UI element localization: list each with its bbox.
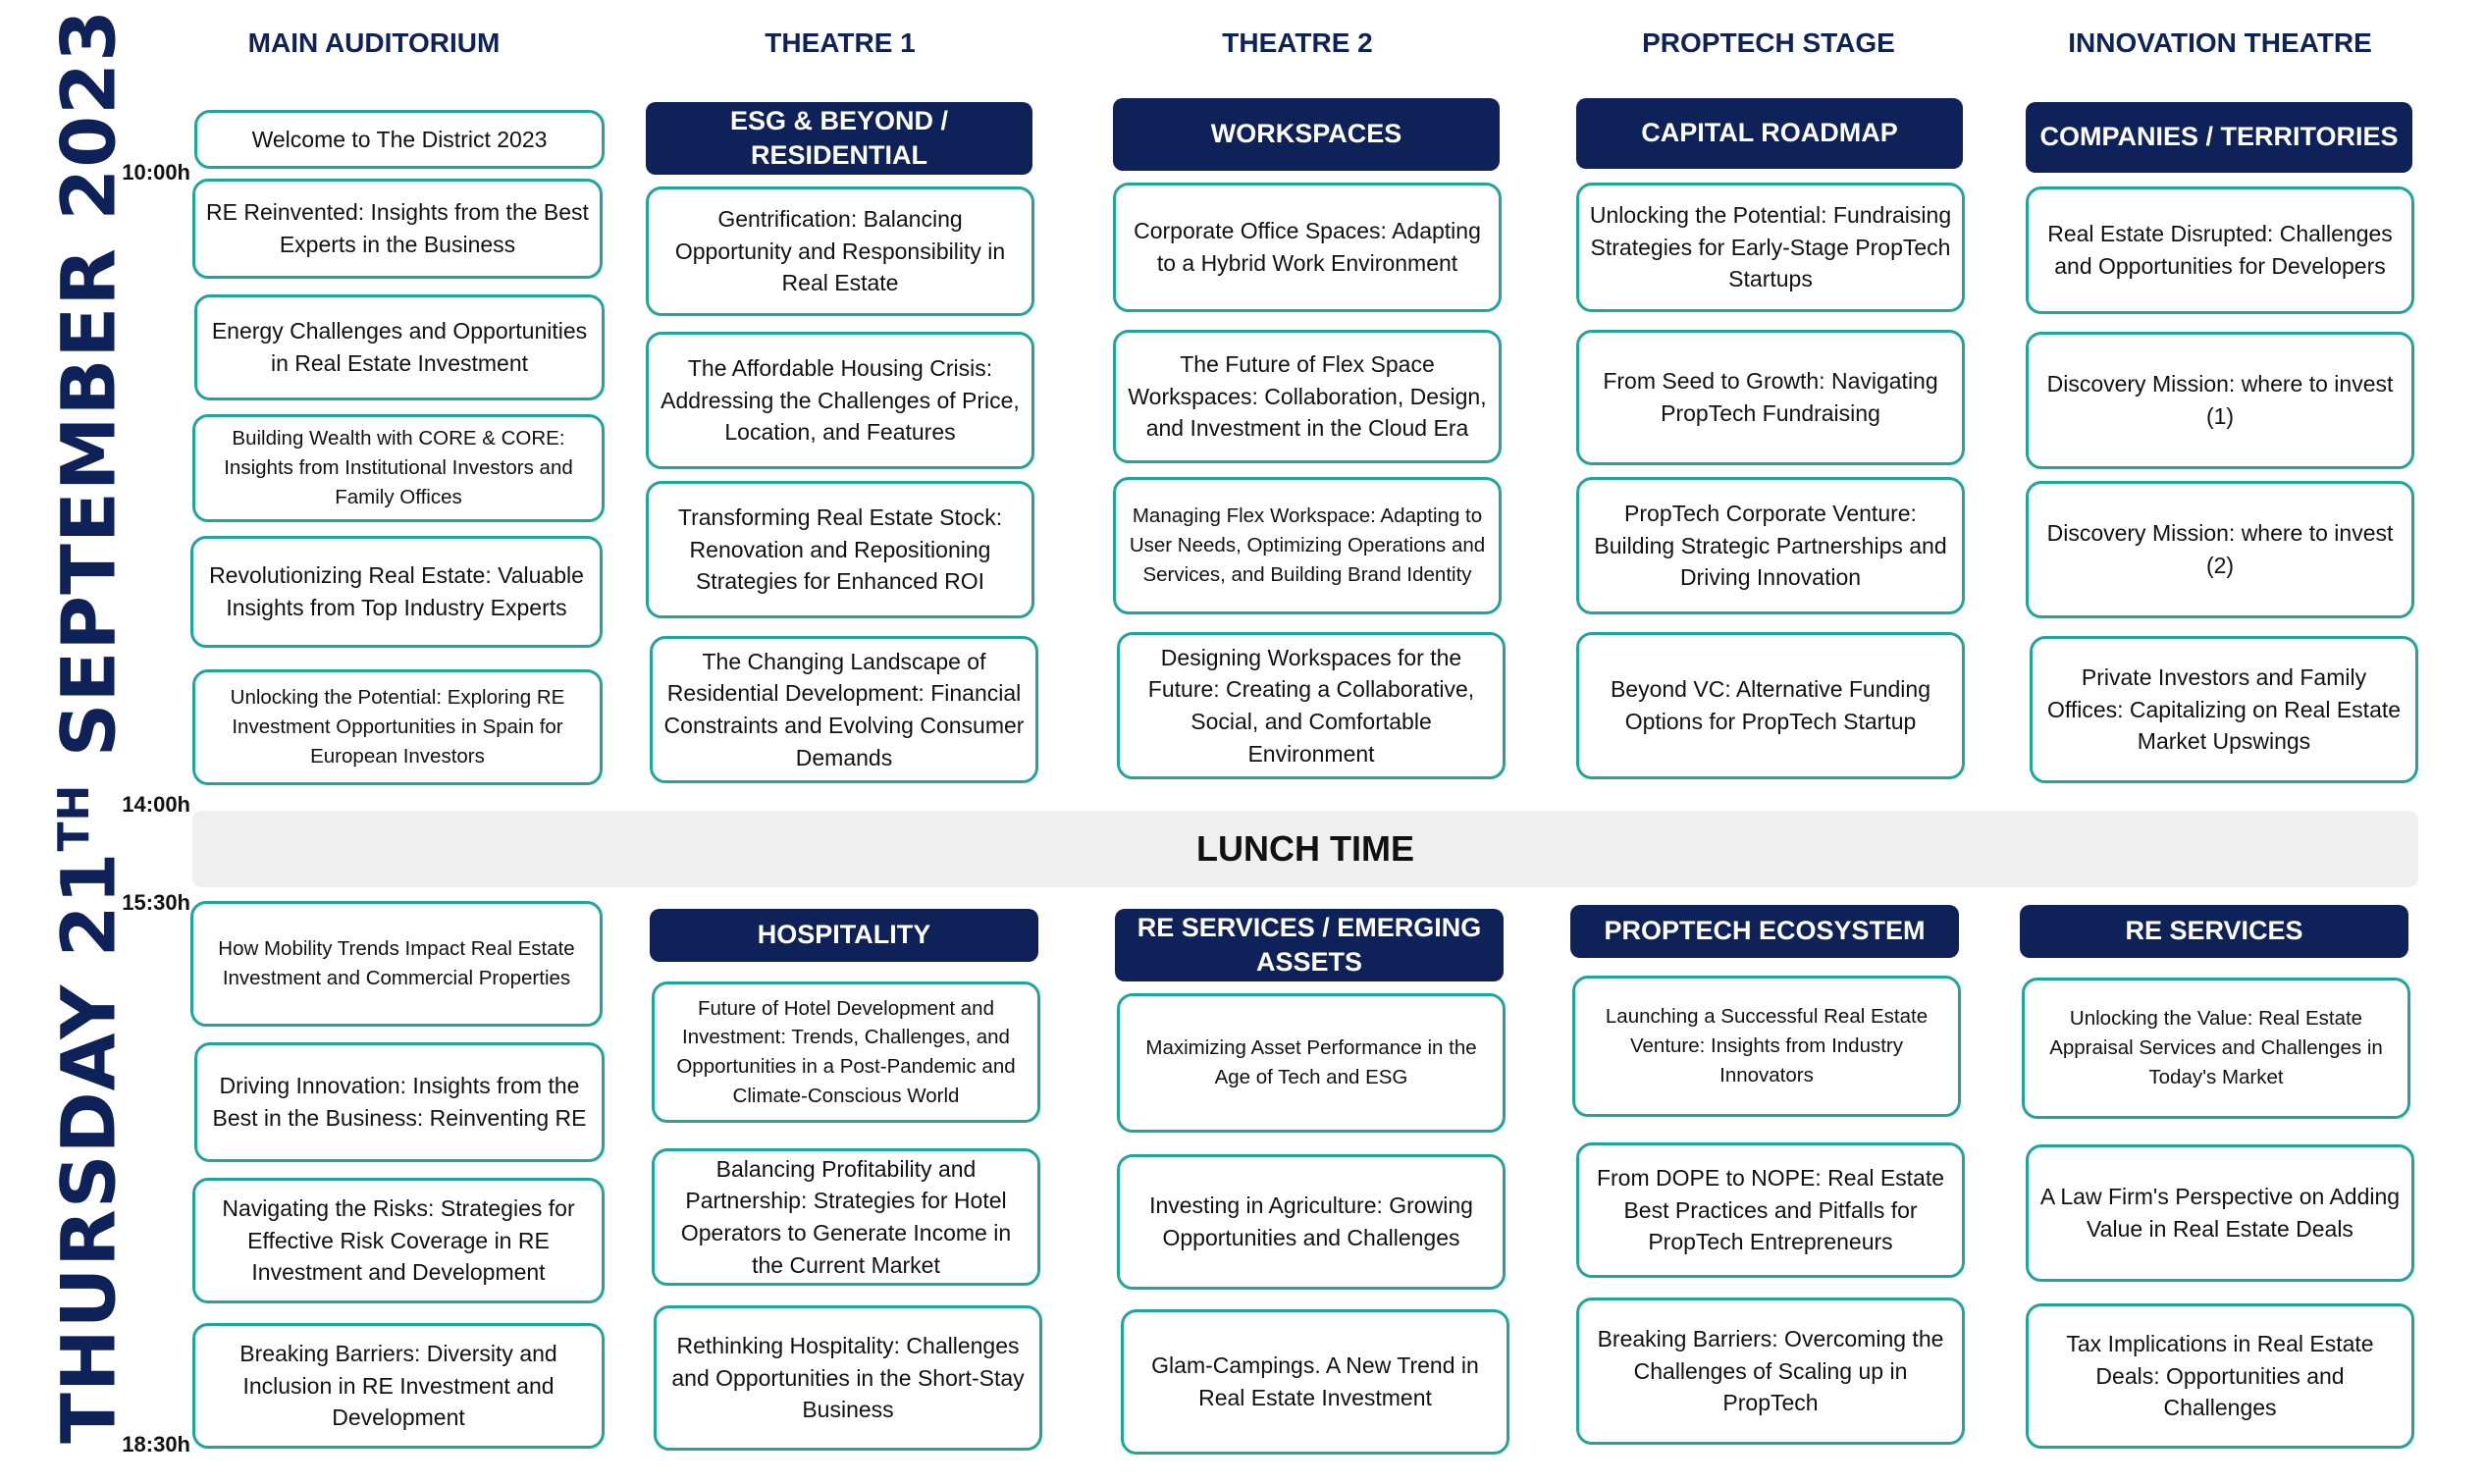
session-card[interactable]: Revolutionizing Real Estate: Valuable In… (190, 536, 603, 648)
session-card[interactable]: From DOPE to NOPE: Real Estate Best Prac… (1576, 1142, 1965, 1278)
session-card[interactable]: Tax Implications in Real Estate Deals: O… (2026, 1303, 2414, 1449)
column-header-theatre-1: THEATRE 1 (765, 27, 916, 58)
session-card[interactable]: Discovery Mission: where to invest (2) (2026, 481, 2414, 618)
column-header-theatre-2: THEATRE 2 (1222, 27, 1373, 58)
session-card[interactable]: The Changing Landscape of Residential De… (650, 636, 1038, 783)
session-card[interactable]: Gentrification: Balancing Opportunity an… (646, 186, 1034, 316)
track-header-capital-roadmap: CAPITAL ROADMAP (1576, 98, 1963, 169)
session-card[interactable]: Unlocking the Potential: Exploring RE In… (192, 669, 603, 785)
session-card[interactable]: Discovery Mission: where to invest (1) (2026, 332, 2414, 469)
session-card[interactable]: Breaking Barriers: Diversity and Inclusi… (192, 1323, 605, 1449)
session-card[interactable]: Unlocking the Potential: Fundraising Str… (1576, 183, 1965, 312)
session-card[interactable]: A Law Firm's Perspective on Adding Value… (2026, 1144, 2414, 1282)
column-header-innovation-theatre: INNOVATION THEATRE (2068, 27, 2372, 58)
session-card[interactable]: The Future of Flex Space Workspaces: Col… (1113, 330, 1502, 463)
session-card[interactable]: How Mobility Trends Impact Real Estate I… (190, 901, 603, 1027)
session-card[interactable]: Navigating the Risks: Strategies for Eff… (192, 1178, 605, 1303)
session-card[interactable]: Transforming Real Estate Stock: Renovati… (646, 481, 1034, 618)
session-card[interactable]: Corporate Office Spaces: Adapting to a H… (1113, 183, 1502, 312)
session-card[interactable]: Beyond VC: Alternative Funding Options f… (1576, 632, 1965, 779)
column-header-main-auditorium: MAIN AUDITORIUM (247, 27, 501, 58)
session-card[interactable]: Maximizing Asset Performance in the Age … (1117, 993, 1506, 1133)
session-card[interactable]: Glam-Campings. A New Trend in Real Estat… (1121, 1309, 1509, 1455)
session-card[interactable]: The Affordable Housing Crisis: Addressin… (646, 332, 1034, 469)
track-header-workspaces: WORKSPACES (1113, 98, 1500, 171)
session-card[interactable]: PropTech Corporate Venture: Building Str… (1576, 477, 1965, 614)
session-card[interactable]: Launching a Successful Real Estate Ventu… (1572, 976, 1961, 1117)
session-card[interactable]: Real Estate Disrupted: Challenges and Op… (2026, 186, 2414, 314)
session-card[interactable]: Future of Hotel Development and Investme… (652, 981, 1040, 1123)
session-card[interactable]: From Seed to Growth: Navigating PropTech… (1576, 330, 1965, 465)
session-card[interactable]: Private Investors and Family Offices: Ca… (2030, 636, 2418, 783)
session-card[interactable]: Managing Flex Workspace: Adapting to Use… (1113, 477, 1502, 614)
session-card[interactable]: Rethinking Hospitality: Challenges and O… (654, 1305, 1042, 1451)
column-header-proptech-stage: PROPTECH STAGE (1642, 27, 1895, 58)
session-card[interactable]: Investing in Agriculture: Growing Opport… (1117, 1154, 1506, 1290)
lunch-banner: LUNCH TIME (192, 811, 2418, 887)
day-title: THURSDAY 21TH SEPTEMBER 2023 (44, 9, 132, 1444)
session-card[interactable]: Balancing Profitability and Partnership:… (652, 1148, 1040, 1286)
track-header-re-services-emerging: RE SERVICES / EMERGING ASSETS (1115, 909, 1504, 981)
track-header-re-services: RE SERVICES (2020, 905, 2408, 958)
track-header-proptech-ecosystem: PROPTECH ECOSYSTEM (1570, 905, 1959, 958)
session-card[interactable]: Energy Challenges and Opportunities in R… (194, 294, 605, 400)
session-card[interactable]: Welcome to The District 2023 (194, 110, 605, 169)
session-card[interactable]: RE Reinvented: Insights from the Best Ex… (192, 179, 603, 279)
track-header-esg-residential: ESG & BEYOND / RESIDENTIAL (646, 102, 1032, 175)
time-label: 10:00h (122, 160, 190, 185)
time-label: 18:30h (122, 1432, 190, 1457)
time-label: 15:30h (122, 890, 190, 915)
track-header-companies-territories: COMPANIES / TERRITORIES (2026, 102, 2412, 173)
track-header-hospitality: HOSPITALITY (650, 909, 1038, 962)
time-label: 14:00h (122, 792, 190, 817)
session-card[interactable]: Breaking Barriers: Overcoming the Challe… (1576, 1298, 1965, 1445)
session-card[interactable]: Designing Workspaces for the Future: Cre… (1117, 632, 1506, 779)
session-card[interactable]: Driving Innovation: Insights from the Be… (194, 1042, 605, 1162)
session-card[interactable]: Building Wealth with CORE & CORE: Insigh… (192, 414, 605, 522)
session-card[interactable]: Unlocking the Value: Real Estate Apprais… (2022, 978, 2410, 1119)
